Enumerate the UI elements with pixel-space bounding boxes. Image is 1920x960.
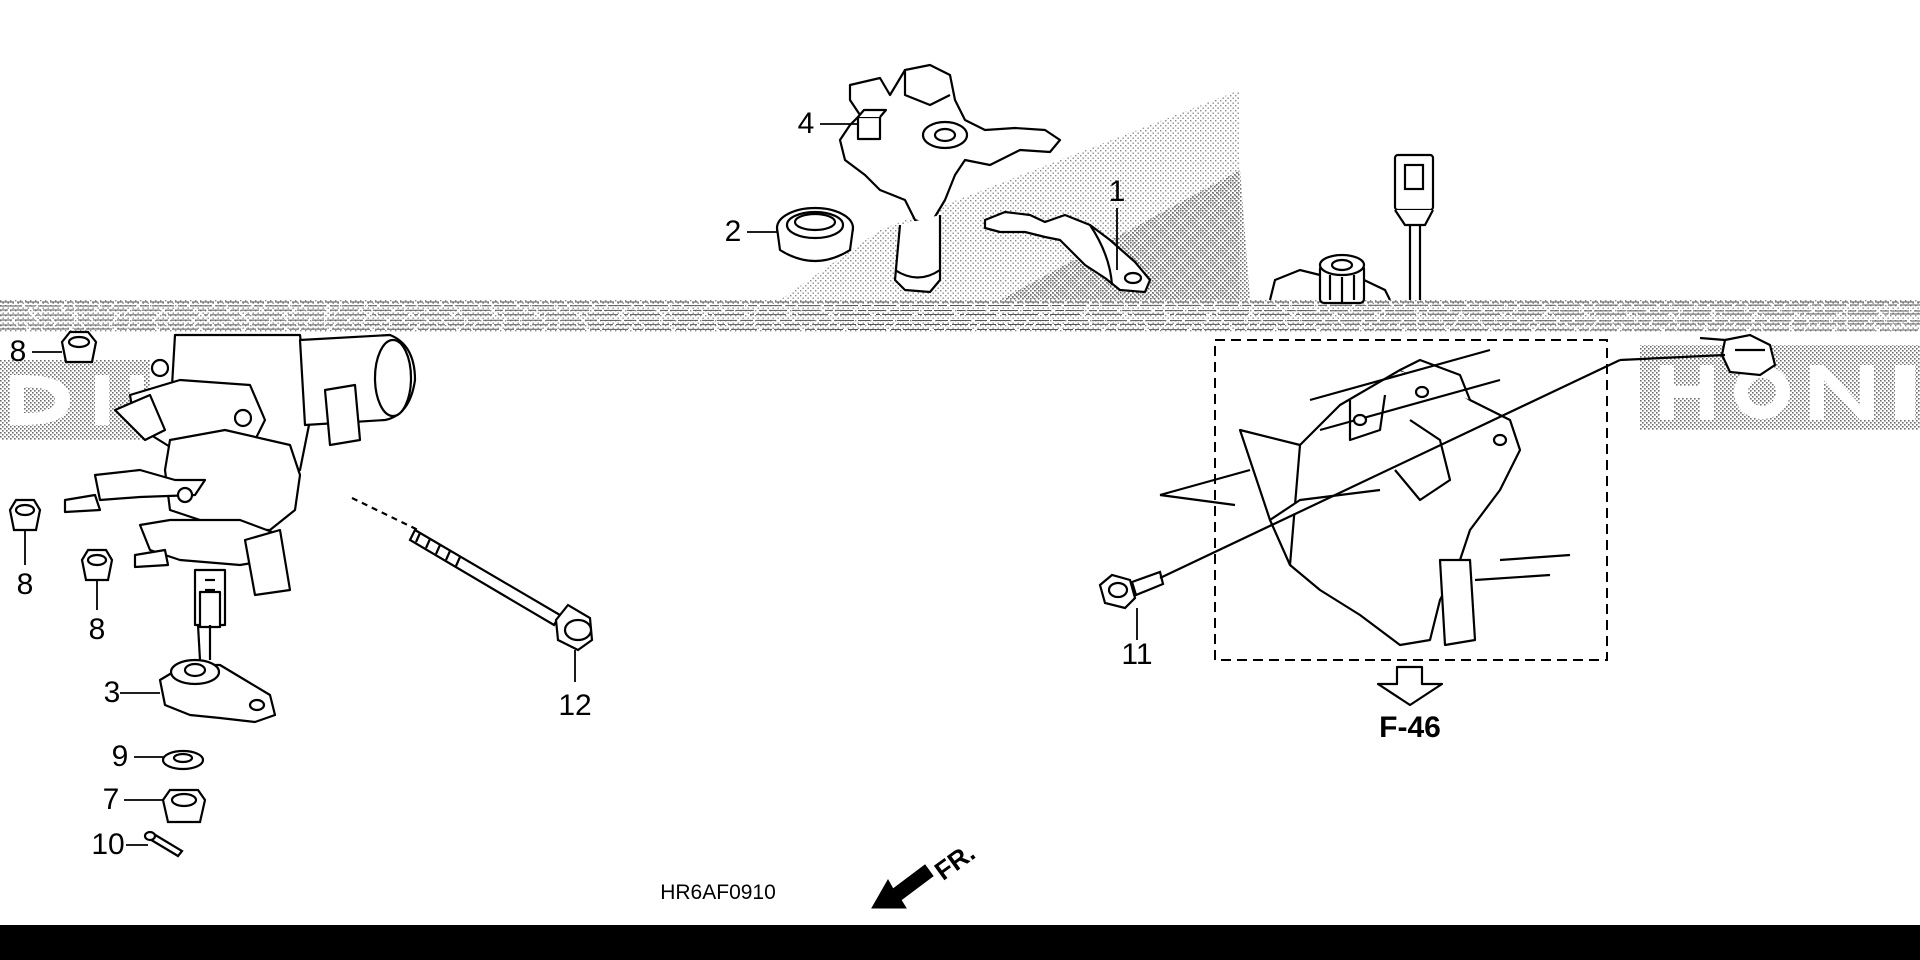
callout-part-8-middle[interactable]: 8 [88,613,106,646]
castle-nut-7 [161,788,207,824]
callout-part-3[interactable]: 3 [103,676,121,709]
callout-part-7[interactable]: 7 [102,783,120,816]
callout-part-4[interactable]: 4 [797,107,815,140]
clamp-bracket [983,210,1152,294]
leader-lines [24,123,1138,846]
pitman-arm [158,624,277,724]
frame-reference-box [1159,339,1608,661]
long-bolt-12 [351,497,594,652]
callout-part-8-top[interactable]: 8 [9,335,27,368]
bolt-11 [1098,359,1621,610]
flange-nut-8-left [8,498,42,532]
front-direction-arrow-icon [871,864,934,909]
washer-9 [161,749,205,771]
column-upper-bracket [838,63,1062,294]
diagram-code: HR6AF0910 [660,881,776,904]
bottom-bar [0,925,1920,960]
hollow-down-arrow-icon [1376,665,1444,707]
flange-nut-8-top [60,330,98,364]
callout-part-2[interactable]: 2 [724,215,742,248]
torque-sensor [1268,253,1391,305]
flange-nut-8-middle [80,548,114,582]
grommet [775,206,855,262]
cotter-pin-10 [143,830,184,858]
callout-part-10[interactable]: 10 [91,828,125,861]
callout-part-12[interactable]: 12 [558,689,592,722]
scan-noise-band [0,300,1920,332]
callout-part-1[interactable]: 1 [1108,175,1126,208]
steering-gearbox [63,333,417,629]
harness-clip [1619,333,1777,377]
watermark-stipple [0,90,1920,440]
callout-part-11[interactable]: 11 [1121,638,1153,671]
electrical-connector [1393,153,1435,300]
callout-part-9[interactable]: 9 [111,740,129,773]
reference-page-link[interactable]: F-46 [1379,711,1441,744]
callout-part-8-left[interactable]: 8 [16,568,34,601]
